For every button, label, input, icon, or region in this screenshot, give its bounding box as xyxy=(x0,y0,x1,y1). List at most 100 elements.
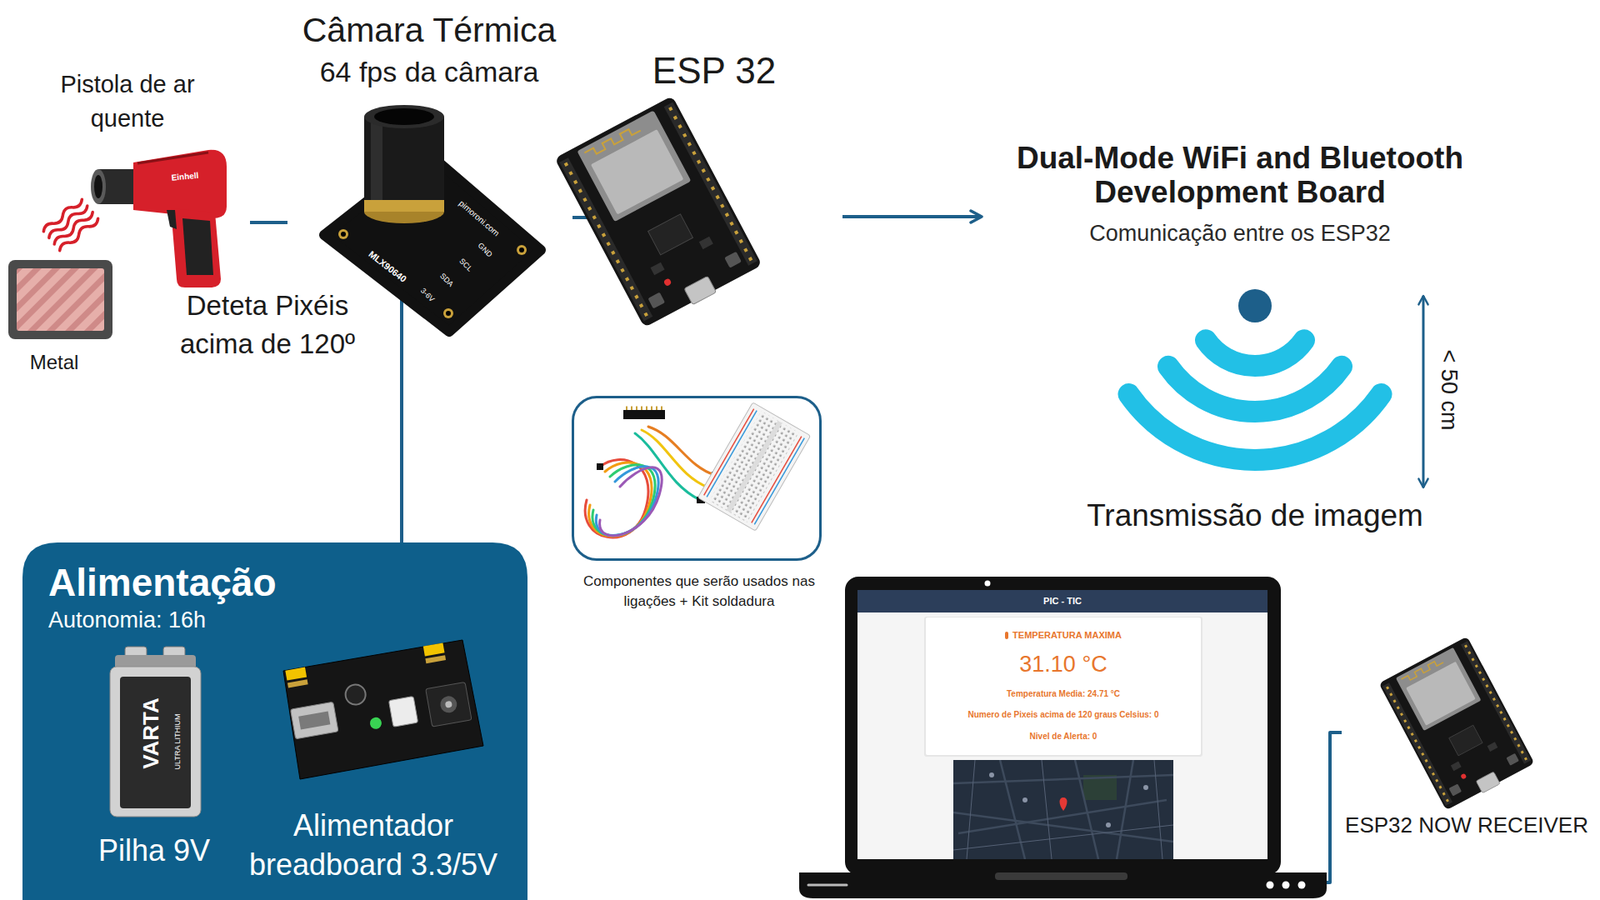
thermal-camera: Câmara Térmica64 fps da câmara xyxy=(287,4,573,299)
laptop-drawing xyxy=(985,580,991,587)
thermal-camera-drawing xyxy=(364,105,445,129)
components-drawing xyxy=(697,402,810,531)
wifi-icon xyxy=(1168,366,1342,412)
power-module-drawing xyxy=(388,696,418,728)
heat-gun-drawing xyxy=(137,152,209,164)
metal-plate-drawing xyxy=(16,268,105,331)
connector-line xyxy=(572,215,588,220)
connector-line xyxy=(842,215,982,219)
power-module-drawing xyxy=(298,711,330,730)
metal-plate-drawing xyxy=(8,260,113,340)
components-drawing xyxy=(596,463,604,470)
power-module-drawing xyxy=(344,683,368,707)
power-module-drawing xyxy=(287,679,309,688)
esp32-board: ESP 32 xyxy=(587,33,843,330)
esp32-receiver: ESP32 NOW RECEIVER xyxy=(1341,641,1594,850)
laptop-drawing xyxy=(953,825,1174,850)
brand-label: VARTA xyxy=(139,697,165,770)
power-module-drawing xyxy=(290,701,339,739)
components-box: Componentes que serão usados nas ligaçõe… xyxy=(571,395,822,561)
power-panel: AlimentaçãoAutonomia: 16hPilha 9VAliment… xyxy=(22,542,528,900)
power-module-drawing xyxy=(445,700,453,709)
laptop-drawing xyxy=(1298,881,1306,890)
thermal-camera-drawing xyxy=(374,108,435,125)
components-drawing xyxy=(585,402,810,538)
panel-subtitle: Autonomia: 16h xyxy=(48,607,482,634)
laptop-drawing xyxy=(799,576,1327,899)
thermal-camera-drawing xyxy=(340,231,346,237)
components-drawing xyxy=(595,466,659,536)
laptop-drawing xyxy=(953,760,1174,860)
pin-label: 3-6V xyxy=(419,286,437,305)
laptop-drawing xyxy=(953,760,1174,860)
esp32-receiver-drawing xyxy=(1379,636,1536,813)
wifi-icon xyxy=(1129,394,1382,460)
laptop-drawing xyxy=(799,872,1327,899)
laptop-drawing xyxy=(995,872,1128,880)
page-header: PIC - TIC xyxy=(857,590,1268,613)
card-line: Temperatura Media: 24.71 °C xyxy=(925,688,1201,700)
components-drawing xyxy=(641,430,709,488)
laptop-drawing xyxy=(924,616,1203,757)
components-drawing xyxy=(709,410,799,522)
laptop-drawing xyxy=(953,760,1174,860)
annotation: Deteta Pixéis acima de 120º xyxy=(159,286,376,364)
components-drawing xyxy=(648,426,715,475)
brand-label: ULTRA LITHIUM xyxy=(173,714,182,770)
esp32-drawing xyxy=(554,95,764,330)
wifi-link: Transmissão de imagem xyxy=(1071,283,1440,542)
laptop-drawing xyxy=(1282,881,1290,890)
laptop-drawing xyxy=(1116,760,1134,860)
thermal-camera-drawing xyxy=(324,105,541,332)
thermal-camera-drawing xyxy=(370,116,383,200)
part-label: ESP32 NOW RECEIVER xyxy=(1341,813,1592,839)
thermal-camera-drawing xyxy=(338,229,349,240)
card-value: 31.10 °C xyxy=(925,650,1201,678)
components-drawing xyxy=(625,406,665,411)
heat-gun-drawing xyxy=(41,197,100,254)
part-label: Pilha 9V xyxy=(83,833,225,868)
laptop-drawing xyxy=(1075,760,1099,860)
laptop: PIC - TICTEMPERATURA MAXIMA31.10 °CTempe… xyxy=(799,576,1325,899)
part-label: Metal xyxy=(4,350,105,375)
power-module-drawing xyxy=(439,695,459,715)
laptop-drawing xyxy=(1041,760,1052,860)
laptop-drawing xyxy=(845,576,1281,875)
heat-gun-drawing xyxy=(133,150,227,219)
laptop-drawing xyxy=(857,590,1268,860)
connector-line xyxy=(400,298,404,543)
components-drawing xyxy=(585,426,715,538)
power-module-drawing xyxy=(425,655,446,664)
caption: Componentes que serão usados nas ligaçõe… xyxy=(565,571,833,612)
connector-line xyxy=(1325,732,1342,883)
dimension-label: < 50 cm xyxy=(1435,350,1461,431)
thermal-camera-drawing xyxy=(443,308,454,319)
power-module-drawing xyxy=(283,640,472,750)
thermal-camera-drawing xyxy=(364,116,445,200)
heat-gun-drawing xyxy=(57,216,100,254)
laptop-drawing xyxy=(966,760,975,860)
metal-plate: Metal xyxy=(4,260,106,381)
heat-gun-drawing xyxy=(170,208,221,288)
range-dimension xyxy=(1422,295,1425,488)
battery-drawing xyxy=(110,666,201,817)
card-line: Numero de Pixeis acima de 120 graus Cels… xyxy=(925,709,1201,721)
power-module-drawing xyxy=(369,716,383,730)
components-drawing xyxy=(623,410,665,420)
power-module: Alimentador breadboard 3.3/5V xyxy=(235,637,513,890)
thermal-camera-drawing xyxy=(445,310,451,316)
block-title: Dual-Mode WiFi and Bluetooth Development… xyxy=(981,141,1499,210)
wifi-icon xyxy=(1238,289,1272,323)
components-drawing xyxy=(635,433,700,500)
laptop-drawing xyxy=(953,760,1174,860)
wireless-board: Dual-Mode WiFi and Bluetooth Development… xyxy=(981,137,1500,255)
components-drawing xyxy=(725,420,782,513)
heat-gun-drawing xyxy=(94,175,103,199)
wifi-icon xyxy=(1205,340,1305,366)
power-module-drawing xyxy=(425,682,472,728)
connector-line xyxy=(250,220,288,225)
laptop-drawing xyxy=(1022,797,1028,803)
block-subtitle: Comunicação entre os ESP32 xyxy=(981,220,1499,247)
